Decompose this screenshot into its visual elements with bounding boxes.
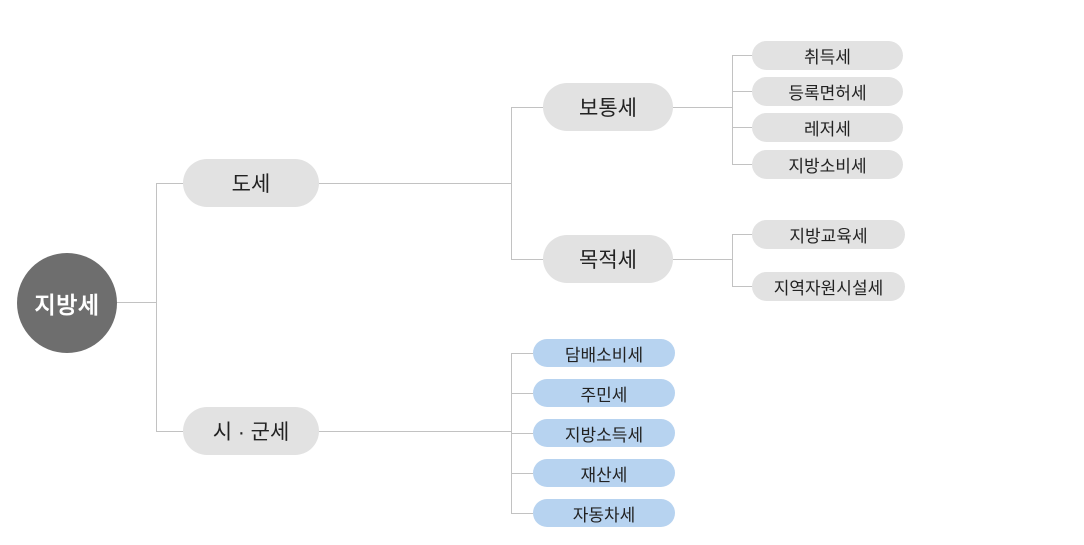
connector-line [319, 183, 511, 184]
node-tobacco-consumption-tax: 담배소비세 [533, 339, 675, 367]
node-ordinary-tax: 보통세 [543, 83, 673, 131]
node-purpose-tax-label: 목적세 [579, 249, 637, 272]
node-property-tax: 재산세 [533, 459, 675, 487]
connector-line [511, 433, 533, 434]
node-acquisition-tax-label: 취득세 [804, 48, 851, 67]
connector-line [511, 107, 543, 108]
node-local-tax: 지방세 [17, 253, 117, 353]
node-regional-resource-facility-tax-label: 지역자원시설세 [773, 279, 884, 298]
connector-line [511, 393, 533, 394]
node-property-tax-label: 재산세 [580, 465, 628, 485]
connector-line [732, 91, 752, 92]
node-local-consumption-tax: 지방소비세 [752, 150, 903, 179]
connector-line [511, 259, 543, 260]
node-do-tax-label: 도세 [231, 173, 271, 196]
connector-line [732, 164, 752, 165]
node-local-tax-label: 지방세 [34, 292, 100, 318]
node-local-education-tax-label: 지방교육세 [789, 227, 868, 246]
connector-line [156, 431, 183, 432]
node-do-tax: 도세 [183, 159, 319, 207]
connector-line [732, 55, 733, 165]
connector-line [115, 302, 156, 303]
connector-line [156, 183, 157, 432]
connector-line [511, 353, 533, 354]
node-resident-tax-label: 주민세 [580, 385, 628, 405]
node-ordinary-tax-label: 보통세 [579, 97, 637, 120]
node-automobile-tax: 자동차세 [533, 499, 675, 527]
connector-line [732, 127, 752, 128]
connector-line [732, 234, 752, 235]
node-leisure-tax-label: 레저세 [804, 120, 851, 139]
connector-line [732, 286, 752, 287]
connector-line [732, 55, 752, 56]
connector-line [673, 107, 732, 108]
node-registration-license-tax: 등록면허세 [752, 77, 903, 106]
node-si-gun-tax: 시 · 군세 [183, 407, 319, 455]
connector-line [511, 513, 533, 514]
node-local-income-tax: 지방소득세 [533, 419, 675, 447]
node-local-consumption-tax-label: 지방소비세 [788, 157, 867, 176]
node-local-income-tax-label: 지방소득세 [564, 425, 644, 445]
node-registration-license-tax-label: 등록면허세 [788, 84, 867, 103]
connector-line [732, 234, 733, 287]
node-regional-resource-facility-tax: 지역자원시설세 [752, 272, 905, 301]
connector-line [673, 259, 732, 260]
connector-line [511, 107, 512, 260]
node-acquisition-tax: 취득세 [752, 41, 903, 70]
node-tobacco-consumption-tax-label: 담배소비세 [564, 345, 644, 365]
node-resident-tax: 주민세 [533, 379, 675, 407]
connector-line [319, 431, 511, 432]
node-purpose-tax: 목적세 [543, 235, 673, 283]
node-leisure-tax: 레저세 [752, 113, 903, 142]
node-automobile-tax-label: 자동차세 [572, 505, 636, 525]
connector-line [156, 183, 183, 184]
node-si-gun-tax-label: 시 · 군세 [212, 421, 290, 444]
connector-line [511, 473, 533, 474]
node-local-education-tax: 지방교육세 [752, 220, 905, 249]
